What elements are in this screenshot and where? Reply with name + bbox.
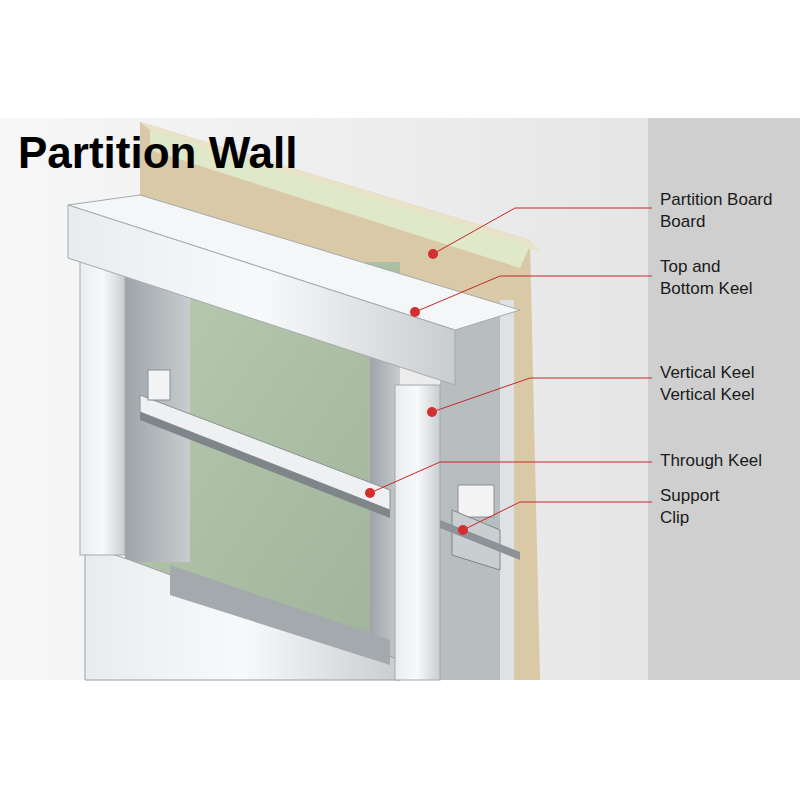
vertical-keel-right [395,385,440,680]
part-label: Top and Bottom Keel [660,256,772,300]
callout-dot [365,488,375,498]
through-keel-shadow [140,412,390,518]
part-label: Partition Board Board [660,189,794,233]
callout-dot [427,407,437,417]
through-keel-end [440,520,520,560]
part-label: Through Keel [660,450,794,472]
callout-dots [365,249,468,535]
leader-line [370,462,652,493]
leader-line [433,208,652,254]
callout-dot [458,525,468,535]
callout-dot [410,307,420,317]
leader-line [415,276,652,312]
leader-line [463,502,652,530]
bottom-keel [85,545,400,680]
clip-slot [458,485,494,517]
side-flange [500,300,514,680]
bottom-keel-inside [170,565,390,665]
label-panel [648,118,800,680]
top-keel-front [68,205,455,385]
leader-line [432,378,652,412]
keel-slot [148,370,170,400]
photo-ground [0,118,648,680]
leader-lines [370,208,652,530]
vertical-keel-left [80,245,125,555]
through-keel [140,395,390,510]
part-label: Vertical Keel Vertical Keel [660,362,788,406]
diagram-title: Partition Wall [18,128,298,178]
part-label: Support Clip [660,485,742,529]
callout-dot [428,249,438,259]
